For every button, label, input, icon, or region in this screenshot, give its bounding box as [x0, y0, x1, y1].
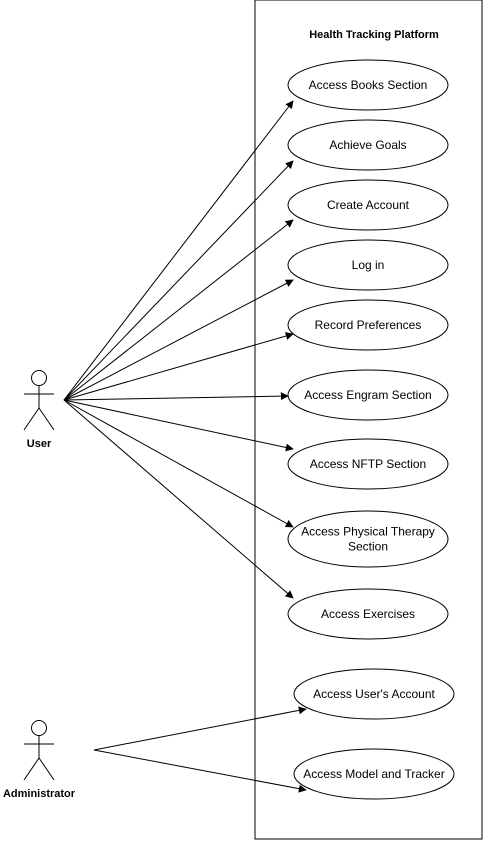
actor-user: User [23, 370, 55, 450]
use-case-nftp: Access NFTP Section [287, 438, 449, 490]
use-case-label: Access User's Account [313, 687, 435, 701]
use-case-prefs: Record Preferences [287, 299, 449, 351]
use-case-ellipse [287, 179, 449, 231]
associations [63, 100, 307, 793]
association-arrow-user-nftp [63, 399, 294, 452]
use-case-ellipse [287, 299, 449, 351]
system-title: Health Tracking Platform [309, 29, 439, 41]
association-arrow-user-goals [63, 160, 294, 401]
use-case-label: Record Preferences [315, 318, 422, 332]
use-case-login: Log in [287, 239, 449, 291]
use-case-label: Access Physical Therapy [301, 525, 435, 539]
use-case-ellipse [287, 119, 449, 171]
use-case-label: Section [348, 540, 388, 554]
use-case-label: Log in [352, 258, 385, 272]
use-case-engram: Access Engram Section [287, 369, 449, 421]
actor-label: User [27, 438, 52, 450]
use-case-label: Access Books Section [309, 78, 428, 92]
use-case-ellipse [287, 239, 449, 291]
actor-stick-figure-icon [23, 720, 55, 781]
actor-admin: Administrator [3, 720, 76, 800]
association-arrow-admin-model [93, 749, 307, 793]
use-case-goals: Achieve Goals [287, 119, 449, 171]
use-case-label: Create Account [327, 198, 410, 212]
use-case-useracct: Access User's Account [293, 668, 455, 720]
use-case-ellipse [287, 369, 449, 421]
use-case-ellipse [293, 668, 455, 720]
system-boundary-box [254, 0, 483, 840]
association-arrow-user-books [63, 100, 294, 401]
association-arrow-user-create [63, 219, 294, 401]
association-arrow-user-login [63, 279, 294, 401]
use-case-label: Access Exercises [321, 607, 415, 621]
association-arrow-user-engram [63, 392, 289, 401]
use-case-exercises: Access Exercises [287, 588, 449, 640]
use-case-label: Access NFTP Section [310, 457, 426, 471]
use-case-books: Access Books Section [287, 59, 449, 111]
use-case-label: Access Engram Section [304, 388, 431, 402]
use-case-label: Access Model and Tracker [303, 767, 444, 781]
use-case-label: Achieve Goals [329, 138, 406, 152]
use-case-create: Create Account [287, 179, 449, 231]
association-arrow-user-exercises [63, 399, 294, 599]
association-arrow-user-pt [63, 399, 294, 528]
system-boundary: Health Tracking Platform [254, 0, 483, 840]
use-case-ellipse [287, 438, 449, 490]
use-case-ellipse [293, 748, 455, 800]
use-case-model: Access Model and Tracker [293, 748, 455, 800]
use-case-ellipse [287, 59, 449, 111]
actor-stick-figure-icon [23, 370, 55, 431]
association-arrow-admin-useracct [93, 706, 307, 751]
use-case-ellipse [287, 588, 449, 640]
actor-label: Administrator [3, 788, 76, 800]
use-case-ellipse [287, 510, 449, 568]
association-arrow-user-prefs [63, 332, 294, 401]
